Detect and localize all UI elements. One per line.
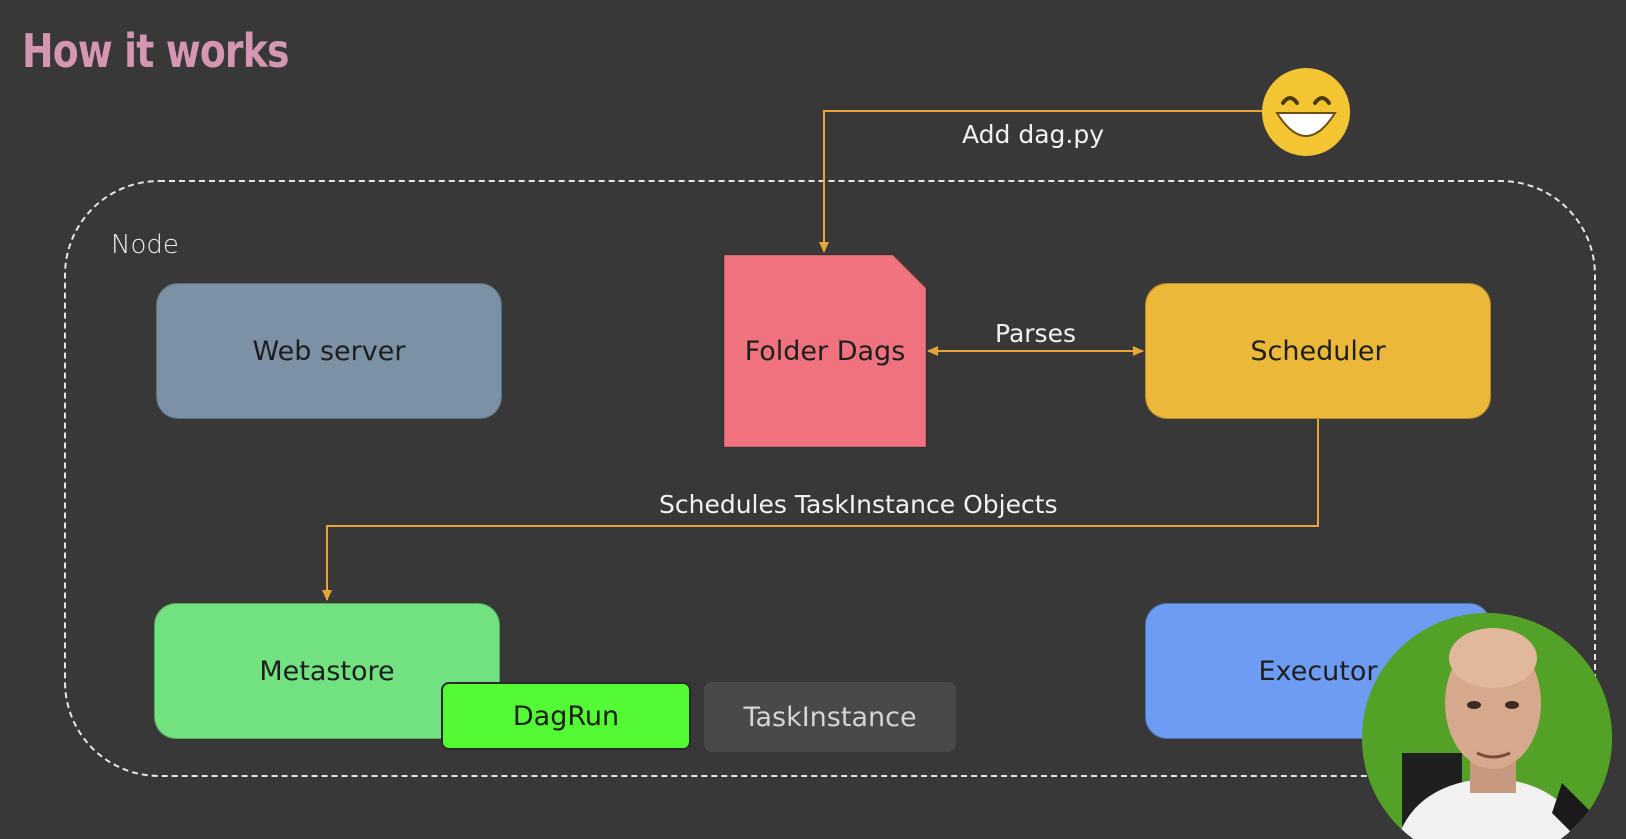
presenter-webcam xyxy=(1362,613,1612,839)
schedules-label: Schedules TaskInstance Objects xyxy=(659,490,1058,519)
node-boundary xyxy=(64,180,1596,777)
add-dag-arrow xyxy=(819,110,1262,253)
web-server-label: Web server xyxy=(252,335,406,367)
slide-title: How it works xyxy=(22,24,289,78)
dagrun-box: DagRun xyxy=(441,682,691,750)
presenter-figure xyxy=(1362,613,1612,839)
web-server-box: Web server xyxy=(156,283,502,419)
executor-label: Executor xyxy=(1258,655,1378,687)
parses-label: Parses xyxy=(995,319,1076,348)
add-dag-label: Add dag.py xyxy=(962,120,1105,149)
taskinstance-label: TaskInstance xyxy=(743,701,917,733)
grinning-face-icon xyxy=(1262,68,1350,156)
folder-dags-shape xyxy=(723,254,927,448)
schedules-arrow xyxy=(322,419,1319,601)
scheduler-label: Scheduler xyxy=(1250,335,1386,367)
taskinstance-box: TaskInstance xyxy=(704,682,956,752)
node-label: Node xyxy=(111,230,179,260)
scheduler-box: Scheduler xyxy=(1145,283,1491,419)
dagrun-label: DagRun xyxy=(512,700,620,732)
metastore-label: Metastore xyxy=(259,655,395,687)
folder-dags-label: Folder Dags xyxy=(744,335,906,367)
